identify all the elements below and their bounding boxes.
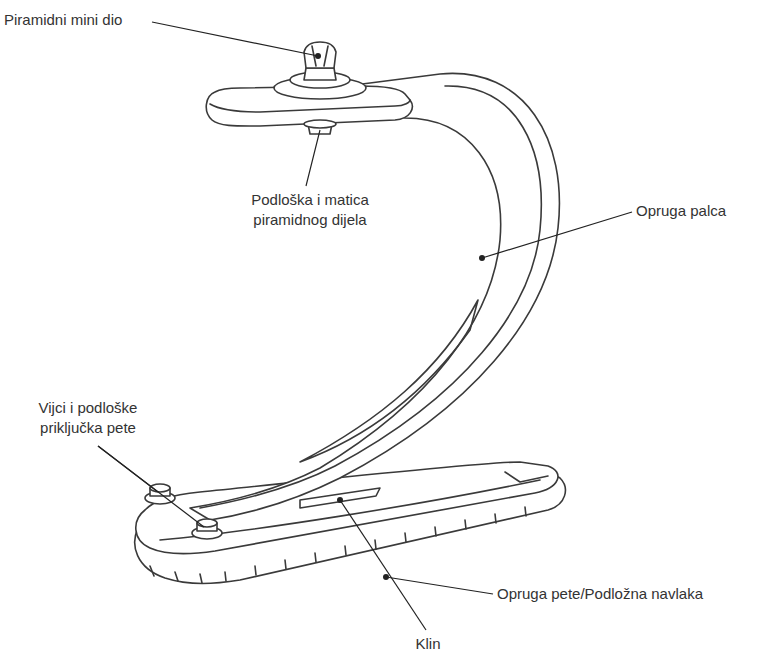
wedge [300,488,380,508]
pyramid-facet [312,46,328,66]
part-label: Opruga pete/Podložna navlaka [497,584,762,604]
leader-dot [479,255,485,261]
leader-line [340,500,426,630]
part-label: Podloška i matica piramidnog dijela [235,190,385,230]
leader-line [386,577,493,594]
toe-spring [190,73,559,520]
part-label: Opruga palca [636,201,762,221]
leader-dot [383,574,389,580]
toe-spring-slot [300,300,478,462]
part-label: Vijci i podloške priključka pete [18,398,158,438]
pyramid-top [304,42,336,68]
part-label: Klin [398,634,458,654]
part-label: Piramidni mini dio [4,10,154,30]
leader-line [98,446,204,527]
leader-dot [337,497,343,503]
top-plate-edge [210,100,410,112]
pyramid-neck [304,68,336,80]
sole-tread [150,507,526,583]
pyramid-washer [304,120,336,128]
leader-line [152,22,318,56]
leader-line [306,130,320,186]
leader-dot [315,53,321,59]
leader-line [482,212,632,258]
sole-notch [505,472,548,482]
toe-spring-face [200,86,541,508]
